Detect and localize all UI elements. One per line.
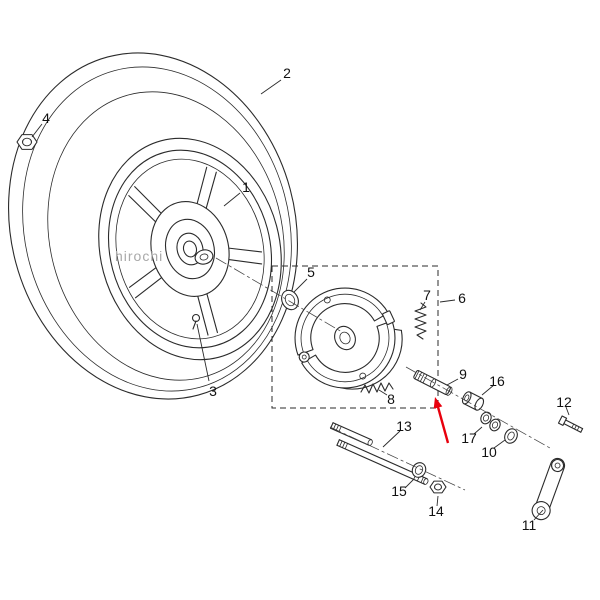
- part-label-17: 17: [461, 430, 477, 446]
- part-label-3: 3: [209, 383, 217, 399]
- red-callout-arrow: [433, 397, 450, 444]
- part-label-12: 12: [556, 394, 572, 410]
- shoe-cam: [382, 310, 395, 326]
- leader-lines: [31, 79, 570, 521]
- oil-seal: [281, 289, 299, 311]
- o-ring: [411, 462, 427, 478]
- part-label-16: 16: [489, 373, 505, 389]
- washers: [480, 411, 501, 432]
- part-label-7: 7: [423, 287, 431, 303]
- part-labels: 1 2 3 4 5 6 7 8 9 10 11 12 13 14 15 16 1…: [42, 65, 572, 533]
- rear-wheel: [8, 52, 305, 400]
- part-label-5: 5: [307, 264, 315, 280]
- bushing: [461, 391, 485, 411]
- part-label-8: 8: [387, 391, 395, 407]
- axle-nut: [16, 134, 38, 150]
- circlip: [504, 428, 518, 444]
- centerlines: [215, 257, 551, 491]
- brake-rod-short: [330, 422, 373, 446]
- return-spring-lower: [360, 382, 394, 394]
- shoe-pivot: [298, 351, 310, 363]
- part-label-6: 6: [458, 290, 466, 306]
- brake-arm: [531, 457, 566, 521]
- watermark-text: hirochi: [115, 248, 163, 264]
- part-label-2: 2: [283, 65, 291, 81]
- part-label-11: 11: [522, 517, 537, 533]
- part-label-14: 14: [428, 503, 444, 519]
- brake-shoes: [294, 287, 403, 390]
- brake-kit-box: [271, 265, 439, 409]
- part-label-1: 1: [242, 179, 250, 195]
- part-label-10: 10: [481, 444, 497, 460]
- spokes: [105, 159, 279, 351]
- pinch-bolt: [557, 415, 584, 433]
- part-label-4: 4: [42, 110, 50, 126]
- adjuster-nut: [429, 480, 447, 494]
- part-label-13: 13: [396, 418, 412, 434]
- brake-camshaft: [413, 370, 453, 396]
- part-label-15: 15: [391, 483, 407, 499]
- rim-stud: [191, 313, 201, 330]
- rim-inner: [96, 142, 284, 355]
- part-label-9: 9: [459, 366, 467, 382]
- wheel-rim: [74, 118, 305, 381]
- axle-stub: [194, 249, 214, 265]
